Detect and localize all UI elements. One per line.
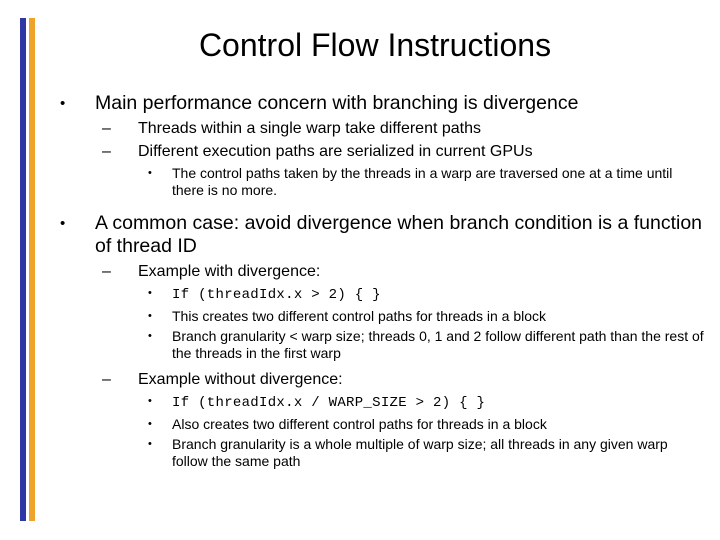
bullet-item-level-3: • Also creates two different control path… [0, 416, 720, 433]
slide-title: Control Flow Instructions [198, 27, 552, 63]
bullet-text: Also creates two different control paths… [172, 415, 547, 432]
bullet-item-level-3: • This creates two different control path… [0, 308, 720, 325]
dash-marker-icon: – [102, 120, 111, 137]
bullet-marker-icon: • [60, 215, 66, 232]
bullet-code-text: If (threadIdx.x > 2) { } [172, 287, 381, 303]
bullet-marker-icon: • [148, 438, 152, 450]
bullet-text: This creates two different control paths… [172, 307, 547, 324]
slide-body: • Main performance concern with branching… [0, 92, 720, 469]
bullet-spacer [0, 198, 720, 212]
bullet-text: A common case: avoid divergence when bra… [95, 212, 703, 257]
bullet-text: Main performance concern with branching … [95, 92, 579, 114]
dash-marker-icon: – [102, 263, 111, 280]
accent-bar-orange [29, 18, 35, 521]
bullet-marker-icon: • [148, 417, 152, 430]
bullet-item-level-2: – Example without divergence: [0, 370, 720, 389]
bullet-item-level-3: • Branch granularity is a whole multiple … [0, 436, 720, 469]
bullet-item-level-3: • Branch granularity < warp size; threads… [0, 328, 720, 361]
bullet-marker-icon: • [148, 309, 152, 322]
bullet-marker-icon: • [148, 395, 152, 407]
bullet-text: The control paths taken by the threads i… [172, 165, 673, 198]
bullet-text: Branch granularity is a whole multiple o… [172, 436, 668, 469]
accent-bars [20, 18, 36, 521]
bullet-item-level-1: • Main performance concern with branching… [0, 92, 720, 115]
bullet-item-level-2: – Different execution paths are serialize… [0, 142, 720, 161]
bullet-item-level-3: • If (threadIdx.x / WARP_SIZE > 2) { } [0, 393, 720, 412]
bullet-item-level-2: – Example with divergence: [0, 262, 720, 281]
bullet-marker-icon: • [148, 330, 152, 342]
bullet-item-level-3: • If (threadIdx.x > 2) { } [0, 285, 720, 304]
bullet-text: Branch granularity < warp size; threads … [172, 328, 704, 361]
bullet-text: Different execution paths are serialized… [138, 143, 533, 160]
bullet-item-level-2: – Threads within a single warp take diffe… [0, 119, 720, 138]
bullet-marker-icon: • [148, 167, 152, 179]
dash-marker-icon: – [102, 371, 111, 388]
bullet-code-text: If (threadIdx.x / WARP_SIZE > 2) { } [172, 395, 486, 411]
accent-bar-blue [20, 18, 26, 521]
bullet-text: Example without divergence: [138, 371, 343, 388]
bullet-text: Example with divergence: [138, 263, 321, 280]
bullet-text: Threads within a single warp take differ… [138, 120, 482, 137]
bullet-marker-icon: • [60, 95, 66, 112]
dash-marker-icon: – [102, 143, 111, 160]
bullet-spacer [0, 361, 720, 370]
bullet-item-level-1: • A common case: avoid divergence when br… [0, 212, 720, 258]
bullet-marker-icon: • [148, 287, 152, 299]
bullet-item-level-3: • The control paths taken by the threads … [0, 165, 720, 198]
